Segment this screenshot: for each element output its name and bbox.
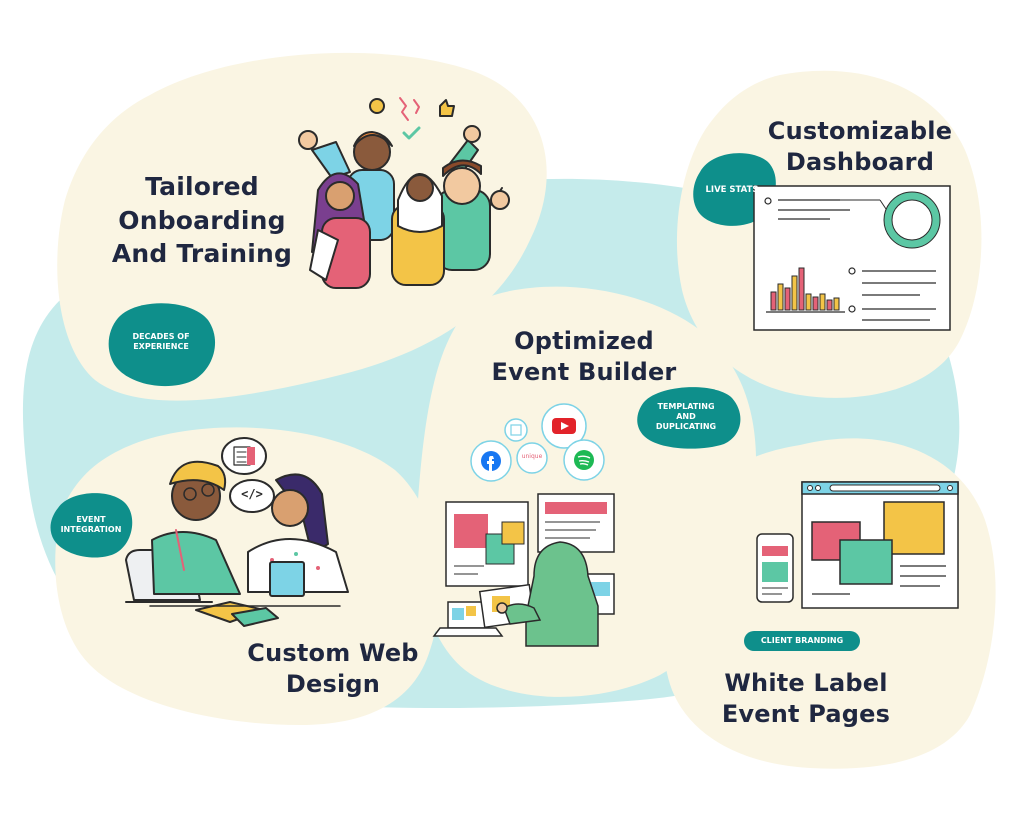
- badge-blob-client-branding: [744, 631, 860, 651]
- title-onboarding-line-1: Tailored: [145, 172, 259, 201]
- check-mark-icon: [402, 126, 421, 140]
- code-bubble-text: </>: [241, 487, 263, 501]
- title-event-builder: Optimized Event Builder: [484, 326, 684, 388]
- title-onboarding: Tailored Onboarding And Training: [92, 170, 312, 271]
- title-white-label: White Label Event Pages: [706, 668, 906, 730]
- brand-bubble-text: unique: [521, 453, 543, 460]
- donut-chart-icon: [884, 192, 940, 248]
- title-dashboard: Customizable Dashboard: [760, 116, 960, 178]
- chart-bubble: [504, 418, 528, 442]
- badge-decades-line-2: EXPERIENCE: [133, 342, 189, 351]
- badge-client-branding: CLIENT BRANDING: [744, 632, 860, 650]
- emoji-ok-icon: [369, 98, 385, 114]
- team-celebration-illustration: [298, 97, 510, 289]
- brand-bubble: [516, 442, 548, 474]
- title-white-label-line-1: White Label: [724, 669, 888, 697]
- title-dashboard-line-1: Customizable: [767, 117, 953, 145]
- title-web-design-line-2: Design: [285, 670, 381, 699]
- title-white-label-line-2: Event Pages: [721, 700, 891, 729]
- badge-blob-decades: [108, 303, 216, 387]
- code-speech-bubble: [229, 479, 275, 513]
- badge-live-stats-text: LIVE STATS: [705, 184, 759, 195]
- badge-blob-event-integration: [50, 493, 133, 558]
- badge-blob-templating: [637, 387, 741, 449]
- title-dashboard-line-2: Dashboard: [785, 148, 935, 177]
- event-builder-illustration: [432, 403, 615, 647]
- hoodie-person: [525, 541, 599, 647]
- badge-event-integration-line-1: EVENT: [76, 515, 106, 524]
- badge-templating-line-3: DUPLICATING: [655, 422, 717, 431]
- title-web-design-line-1: Custom Web: [247, 639, 419, 667]
- badge-templating-line-1: TEMPLATING: [657, 402, 715, 411]
- title-onboarding-line-2: Onboarding: [118, 205, 286, 235]
- web-design-illustration: [125, 437, 349, 627]
- badge-templating: TEMPLATING AND DUPLICATING: [636, 388, 736, 446]
- bar-chart-icon: [770, 267, 840, 311]
- badge-client-branding-text: CLIENT BRANDING: [760, 636, 844, 645]
- emoji-sparkle-icon: [399, 97, 420, 121]
- title-web-design: Custom Web Design: [238, 638, 428, 700]
- title-event-builder-line-2: Event Builder: [491, 358, 677, 387]
- badge-templating-line-2: AND: [676, 412, 696, 421]
- badge-live-stats: LIVE STATS: [694, 160, 770, 220]
- badge-event-integration: EVENT INTEGRATION: [52, 494, 130, 556]
- badge-decades-of-experience: DECADES OF EXPERIENCE: [110, 302, 212, 382]
- emoji-thumbs-up-icon: [439, 99, 455, 117]
- white-label-illustration: [756, 481, 959, 609]
- badge-event-integration-line-2: INTEGRATION: [60, 525, 122, 534]
- dashboard-illustration: [753, 185, 951, 331]
- badge-decades-line-1: DECADES OF: [132, 332, 190, 341]
- title-onboarding-line-3: And Training: [111, 239, 293, 268]
- title-event-builder-line-1: Optimized: [514, 327, 654, 355]
- spotify-icon: [574, 450, 594, 470]
